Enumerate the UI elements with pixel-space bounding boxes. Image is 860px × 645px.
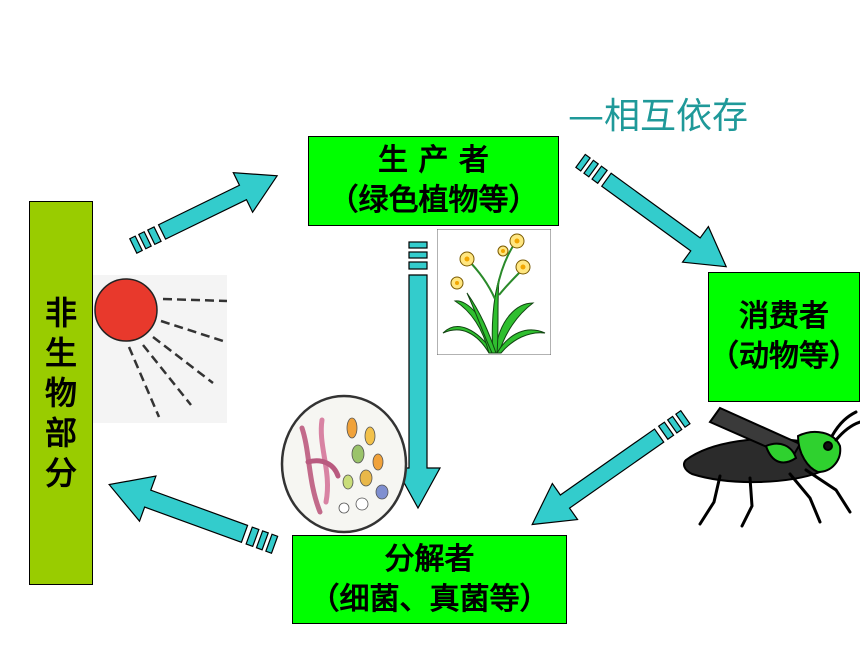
- subtitle-interdependence: —相互依存: [568, 96, 749, 137]
- arrow-consumer-to-decomposer: [531, 409, 691, 526]
- abiotic-char: 非: [44, 294, 77, 332]
- producer-box: 生 产 者 （绿色植物等）: [308, 136, 559, 226]
- decomposer-title: 分解者: [384, 541, 475, 577]
- abiotic-char: 生: [44, 334, 77, 372]
- consumer-box: 消费者 （动物等）: [708, 272, 860, 402]
- abiotic-char: 物: [44, 374, 77, 412]
- grasshopper-illustration: [683, 406, 860, 528]
- arrow-producer-to-consumer: [575, 153, 728, 268]
- abiotic-char: 部: [44, 414, 77, 452]
- decomposer-examples: （细菌、真菌等）: [309, 581, 550, 617]
- microbes-illustration: [280, 394, 408, 534]
- arrow-producer-to-decomposer: [394, 241, 442, 510]
- abiotic-box: 非 生 物 部 分: [29, 201, 93, 585]
- abiotic-char: 分: [44, 454, 77, 492]
- flower-plant-illustration: [437, 229, 551, 355]
- decomposer-box: 分解者 （细菌、真菌等）: [292, 535, 567, 624]
- producer-examples: （绿色植物等）: [328, 183, 539, 218]
- arrow-abiotic-to-producer: [128, 172, 279, 254]
- consumer-examples: （动物等）: [709, 339, 859, 374]
- consumer-title: 消费者: [739, 299, 829, 334]
- sun-illustration: [93, 275, 227, 423]
- arrow-decomposer-to-abiotic: [108, 475, 279, 555]
- producer-title: 生 产 者: [378, 143, 489, 178]
